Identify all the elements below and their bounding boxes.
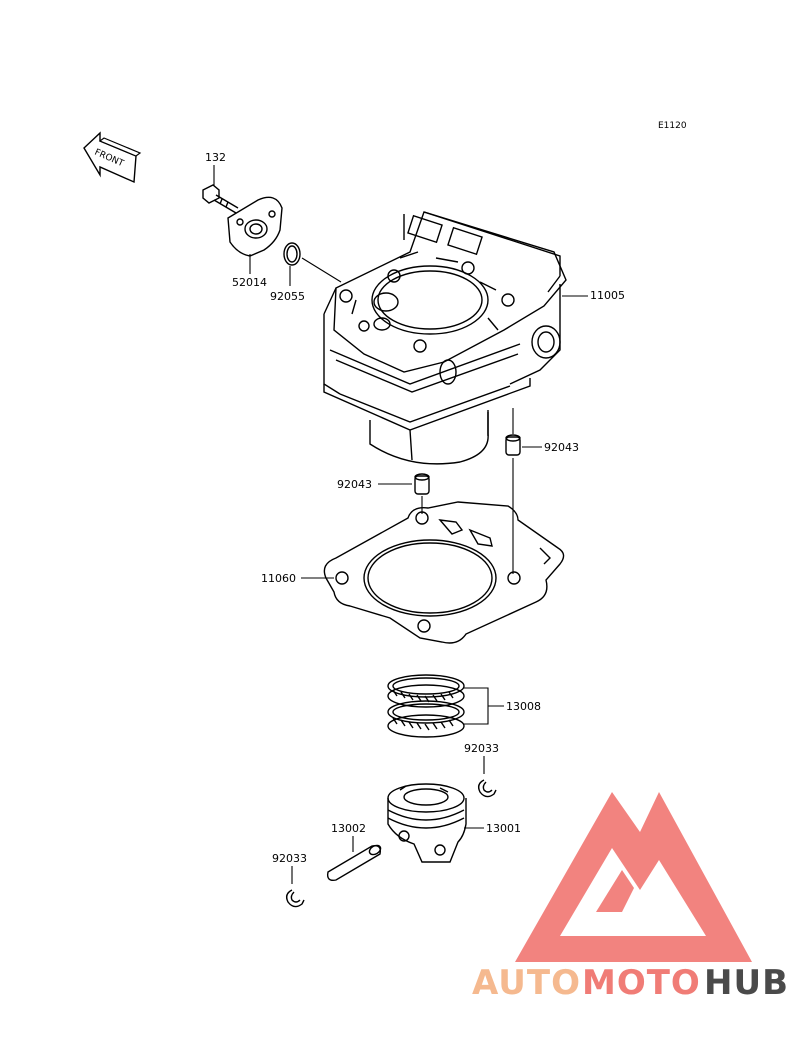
watermark-hub: HUB bbox=[704, 963, 789, 1003]
label-clip-left: 92033 bbox=[272, 852, 307, 865]
cylinder-11005 bbox=[323, 211, 567, 465]
diagram-code: E1120 bbox=[658, 121, 687, 131]
bolt-132 bbox=[202, 184, 239, 214]
oring-92055 bbox=[283, 242, 301, 266]
label-oring: 92055 bbox=[270, 290, 305, 303]
rings-13008 bbox=[387, 674, 465, 738]
label-cylinder: 11005 bbox=[590, 289, 625, 302]
gasket-11060 bbox=[323, 501, 565, 644]
label-clip-top: 92033 bbox=[464, 742, 499, 755]
pin-13002 bbox=[326, 844, 382, 882]
clip-left-92033 bbox=[285, 889, 305, 908]
piston-13001 bbox=[387, 783, 467, 863]
label-dowel-left: 92043 bbox=[337, 478, 372, 491]
label-cover: 52014 bbox=[232, 276, 267, 289]
label-rings: 13008 bbox=[506, 700, 541, 713]
label-piston: 13001 bbox=[486, 822, 521, 835]
label-bolt: 132 bbox=[205, 151, 226, 164]
clip-top-92033 bbox=[477, 779, 497, 798]
watermark-logo bbox=[515, 792, 752, 962]
cover-52014 bbox=[227, 196, 283, 257]
watermark-text: AUTO MOTO HUB bbox=[472, 963, 789, 1003]
front-arrow: FRONT bbox=[83, 131, 142, 184]
label-pin: 13002 bbox=[331, 822, 366, 835]
watermark-auto: AUTO bbox=[472, 963, 581, 1003]
label-gasket: 11060 bbox=[261, 572, 296, 585]
watermark-moto: MOTO bbox=[582, 963, 701, 1003]
dowel-right-92043 bbox=[505, 434, 521, 456]
dowel-left-92043 bbox=[414, 473, 430, 495]
label-dowel-right: 92043 bbox=[544, 441, 579, 454]
